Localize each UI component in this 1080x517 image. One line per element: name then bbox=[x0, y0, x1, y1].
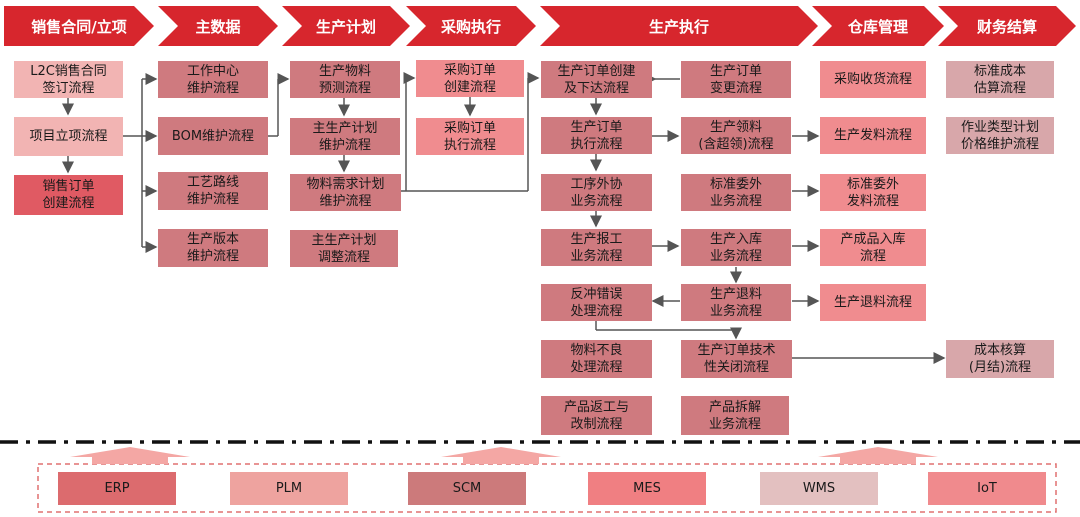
po-create-process: 采购订单 创建流程 bbox=[416, 60, 524, 97]
stage-finance: 财务结算 bbox=[938, 6, 1076, 46]
stage-production-execution: 生产执行 bbox=[540, 6, 818, 46]
production-issue-process: 生产发料流程 bbox=[820, 117, 926, 154]
prod-order-create-process: 生产订单创建 及下达流程 bbox=[541, 61, 652, 98]
work-center-process: 工作中心 维护流程 bbox=[158, 61, 268, 98]
std-cost-process: 标准成本 估算流程 bbox=[946, 61, 1054, 98]
fg-receipt-process: 产成品入库 流程 bbox=[820, 229, 926, 266]
production-version-process: 生产版本 维护流程 bbox=[158, 229, 268, 267]
stage-purchase-execution: 采购执行 bbox=[406, 6, 536, 46]
stage-warehouse: 仓库管理 bbox=[812, 6, 944, 46]
activity-price-process: 作业类型计划 价格维护流程 bbox=[946, 117, 1054, 154]
sales-order-process: 销售订单 创建流程 bbox=[14, 175, 123, 215]
period-close-process: 成本核算 (月结)流程 bbox=[946, 340, 1054, 378]
stage-sales-contract: 销售合同/立项 bbox=[4, 6, 154, 46]
warehouse-return-process: 生产退料流程 bbox=[820, 284, 926, 321]
up-arrows bbox=[70, 447, 938, 464]
production-report-process: 生产报工 业务流程 bbox=[541, 229, 652, 266]
rework-process: 产品返工与 改制流程 bbox=[541, 396, 652, 435]
system-plm: PLM bbox=[230, 472, 348, 505]
product-disassembly-process: 产品拆解 业务流程 bbox=[681, 396, 789, 435]
system-iot: IoT bbox=[928, 472, 1046, 505]
mps-adjust-process: 主生产计划 调整流程 bbox=[290, 230, 398, 267]
mrp-maintain-process: 物料需求计划 维护流程 bbox=[290, 174, 401, 211]
std-subcontract-process: 标准委外 业务流程 bbox=[681, 174, 791, 211]
tech-close-process: 生产订单技术 性关闭流程 bbox=[681, 340, 792, 378]
material-defect-process: 物料不良 处理流程 bbox=[541, 340, 652, 378]
operation-outsourcing-process: 工序外协 业务流程 bbox=[541, 174, 652, 211]
routing-process: 工艺路线 维护流程 bbox=[158, 172, 268, 210]
production-receipt-process: 生产入库 业务流程 bbox=[681, 229, 791, 266]
backflush-error-process: 反冲错误 处理流程 bbox=[541, 284, 652, 321]
bom-process: BOM维护流程 bbox=[158, 117, 268, 155]
production-return-process: 生产退料 业务流程 bbox=[681, 284, 791, 321]
stage-master-data: 主数据 bbox=[158, 6, 278, 46]
system-scm: SCM bbox=[408, 472, 526, 505]
stage-production-plan: 生产计划 bbox=[282, 6, 410, 46]
l2c-contract-process: L2C销售合同 签订流程 bbox=[14, 61, 123, 98]
mps-maintain-process: 主生产计划 维护流程 bbox=[290, 118, 400, 155]
subcontract-issue-process: 标准委外 发料流程 bbox=[820, 174, 926, 211]
system-erp: ERP bbox=[58, 472, 176, 505]
project-setup-process: 项目立项流程 bbox=[14, 117, 123, 156]
po-receipt-process: 采购收货流程 bbox=[820, 61, 926, 98]
prod-order-execution-process: 生产订单 执行流程 bbox=[541, 117, 652, 154]
prod-order-change-process: 生产订单 变更流程 bbox=[681, 61, 791, 98]
po-execution-process: 采购订单 执行流程 bbox=[416, 118, 524, 155]
production-picking-process: 生产领料 (含超领)流程 bbox=[681, 117, 791, 154]
system-wms: WMS bbox=[760, 472, 878, 505]
material-forecast-process: 生产物料 预测流程 bbox=[290, 61, 400, 98]
system-mes: MES bbox=[588, 472, 706, 505]
